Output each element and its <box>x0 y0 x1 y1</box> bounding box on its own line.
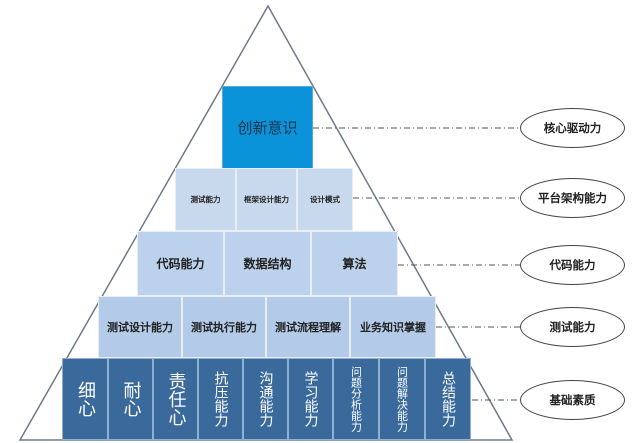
base-label: 抗压能力 <box>212 371 229 427</box>
level2-box: 设计模式 <box>297 168 353 231</box>
base-label: 耐心 <box>120 381 142 417</box>
base-box: 学习能力 <box>288 358 333 440</box>
level3-box: 算法 <box>311 231 398 296</box>
category-oval-basic: 基础素质 <box>520 380 625 420</box>
category-oval-code: 代码能力 <box>520 245 625 285</box>
base-box: 细心 <box>62 358 108 440</box>
base-label: 学习能力 <box>302 371 319 427</box>
base-label: 问题解决能力 <box>395 366 409 432</box>
level2-box: 测试能力 <box>175 168 236 231</box>
base-box: 总结能力 <box>425 358 471 440</box>
category-oval-platform: 平台架构能力 <box>520 178 625 218</box>
base-label: 责任心 <box>165 372 187 426</box>
level3-box: 代码能力 <box>137 231 224 296</box>
category-oval-core: 核心驱动力 <box>520 108 625 148</box>
level4-box: 测试设计能力 <box>98 296 182 358</box>
base-box: 沟通能力 <box>243 358 288 440</box>
base-label: 总结能力 <box>440 371 456 427</box>
top-box-innovation: 创新意识 <box>222 86 313 169</box>
level4-box: 业务知识掌握 <box>350 296 436 358</box>
base-box: 问题分析能力 <box>333 358 379 440</box>
level2-box: 框架设计能力 <box>236 168 297 231</box>
base-box: 问题解决能力 <box>379 358 425 440</box>
level3-box: 数据结构 <box>224 231 311 296</box>
level4-box: 测试流程理解 <box>266 296 350 358</box>
category-oval-testing: 测试能力 <box>520 307 625 347</box>
base-label: 沟通能力 <box>257 371 274 427</box>
base-box: 责任心 <box>153 358 198 440</box>
base-box: 抗压能力 <box>198 358 243 440</box>
base-label: 细心 <box>75 381 96 417</box>
base-label: 问题分析能力 <box>349 366 363 432</box>
level4-box: 测试执行能力 <box>182 296 266 358</box>
base-box: 耐心 <box>108 358 153 440</box>
